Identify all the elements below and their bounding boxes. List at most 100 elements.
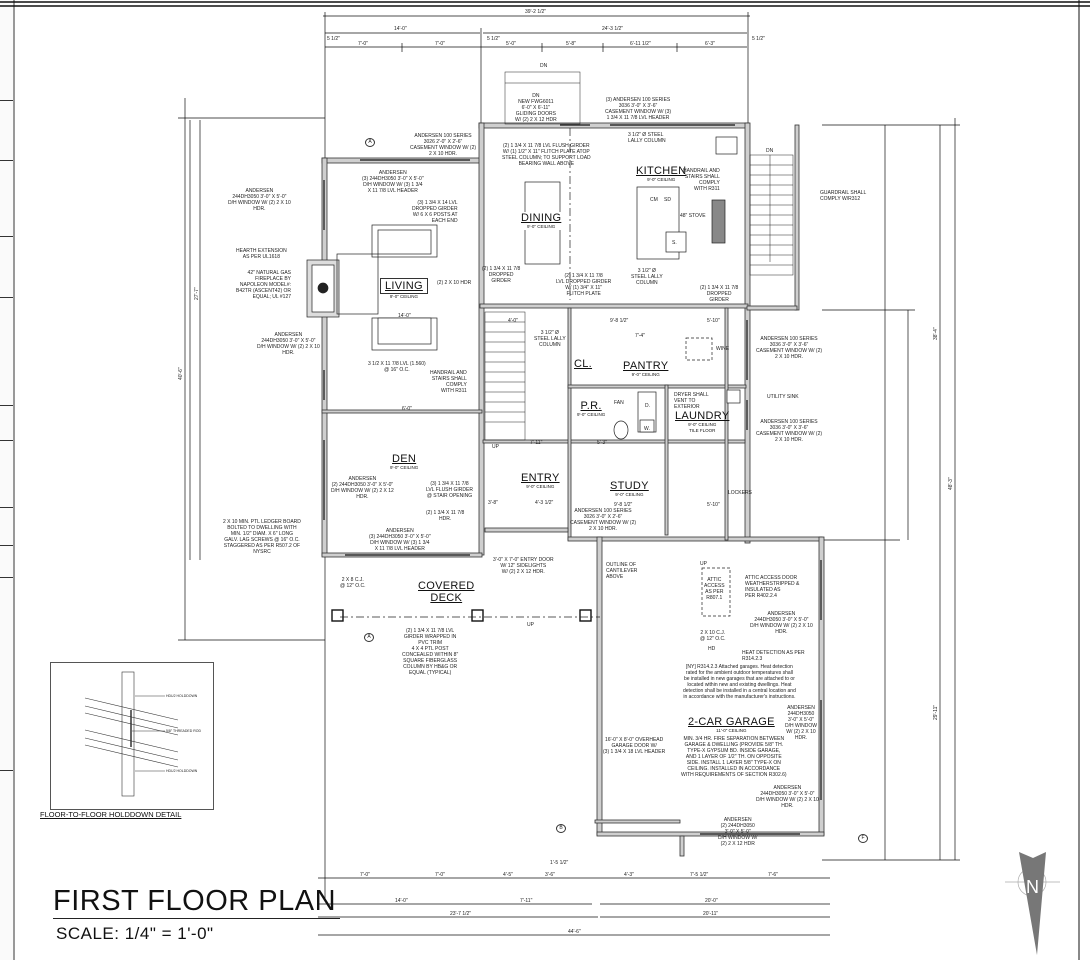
section-marker-f: F — [858, 834, 868, 843]
dim-interior: 9'-8 1/2" — [610, 318, 629, 324]
note-heat-code: [NY] R314.2.3 Attached garages. Heat det… — [683, 664, 796, 700]
dim-top-segment: 6'-3" — [705, 41, 715, 47]
dryer-symbol: D. — [645, 403, 650, 409]
note-gliding-doors: DN NEW FWG6011 6'-0" X 6'-11" GLIDING DO… — [515, 93, 557, 123]
detail-callout: 5/8" THREADED ROD — [166, 729, 202, 733]
note-den-window-b: ANDERSEN (3) 244DH3050 3'-0" X 5'-0" D/H… — [369, 528, 431, 552]
note-living-casement: ANDERSEN 100 SERIES 3026 2'-0" X 2'-6" C… — [410, 133, 477, 157]
note-handrail-stairs: HANDRAIL AND STAIRS SHALL COMPLY WITH R3… — [430, 370, 467, 394]
dim-interior: 5'-3" — [597, 440, 607, 446]
dim-bottom-segment: 7'-0" — [435, 872, 445, 878]
dim-top-segment: 5'-0" — [506, 41, 516, 47]
note-heat-detection: HEAT DETECTION AS PER R314.2.3 — [742, 650, 805, 662]
fan-symbol: FAN — [614, 400, 624, 406]
detail-callout: HDU2 HOLDDOWN — [166, 694, 198, 698]
note-garage-window-a: ANDERSEN 244DH3050 3'-0" X 5'-0" D/H WIN… — [750, 611, 813, 635]
note-dryer-vent: DRYER SHALL VENT TO EXTERIOR — [674, 392, 709, 410]
sheet-title: FIRST FLOOR PLAN — [53, 884, 341, 919]
note-dropped-girder: (3) 1 3/4 X 14 LVL DROPPED GIRDER W/ 6 X… — [412, 200, 458, 224]
dim-wall: 5 1/2" — [327, 36, 340, 42]
dim-interior: 9'-8 1/2" — [614, 502, 633, 508]
svg-text:N: N — [1026, 877, 1039, 897]
dim-interior: 7'-11" — [530, 440, 543, 446]
dim-left-overall: 40'-6" — [178, 367, 184, 380]
note-garage-door: 16'-0" X 8'-0" OVERHEAD GARAGE DOOR W/ (… — [603, 737, 666, 755]
washer-symbol: W. — [644, 426, 650, 432]
dim-interior: 4'-0" — [508, 318, 518, 324]
note-guardrail: GUARDRAIL SHALL COMPLY W/R312 — [820, 190, 867, 202]
section-marker-a: A — [365, 138, 375, 147]
dim-interior: 4'-3 1/2" — [535, 500, 554, 506]
stair-dn-label: DN — [540, 63, 548, 69]
dim-bottom-sub: 23'-7 1/2" — [450, 911, 472, 917]
stair-dn-label: DN — [766, 148, 774, 154]
note-garage-separation: MIN. 3/4 HR. FIRE SEPARATION BETWEEN GAR… — [681, 736, 787, 778]
wine-label: WINE — [716, 346, 730, 352]
note-flush-girder: (2) 1 3/4 X 11 7/8 LVL FLUSH GIRDER W/ (… — [502, 143, 591, 167]
dim-top-left: 14'-0" — [394, 26, 407, 32]
deck-up-label: UP — [527, 622, 534, 628]
room-closet: CL. — [574, 358, 593, 370]
dim-right-overall: 48'-3" — [948, 477, 954, 490]
note-entry-door: 3'-0" X 7'-0" ENTRY DOOR W/ 12" SIDELIGH… — [493, 557, 554, 575]
dim-interior: 14'-0" — [398, 313, 411, 319]
note-ledger: 2 X 10 MIN. PTL LEDGER BOARD BOLTED TO D… — [223, 519, 301, 555]
note-hdr: (2) 2 X 10 HDR — [437, 280, 472, 286]
note-laundry-casement-b: ANDERSEN 100 SERIES 3036 3'-0" X 3'-6" C… — [756, 419, 823, 443]
note-deck-girder: (2) 1 3/4 X 11 7/8 LVL GIRDER WRAPPED IN… — [402, 628, 459, 676]
note-attic-access: ATTIC ACCESS AS PER R807.1 — [704, 577, 725, 601]
dim-bottom-segment: 7'-5 1/2" — [690, 872, 709, 878]
dim-interior: 5'-10" — [707, 318, 720, 324]
note-stair-girder: (3) 1 3/4 X 11 7/8 LVL FLUSH GIRDER @ ST… — [426, 481, 473, 499]
section-marker-b: B — [556, 824, 566, 833]
note-garage-window-c: ANDERSEN 244DH3050 3'-0" X 5'-0" D/H WIN… — [756, 785, 819, 809]
dim-bottom-mid: 14'-0" — [395, 898, 408, 904]
dim-bottom-segment: 3'-6" — [545, 872, 555, 878]
note-garage-cj: 2 X 10 C.J. @ 12" O.C. — [700, 630, 726, 642]
dim-top-segment: 7'-0" — [435, 41, 445, 47]
dim-interior: 7'-4" — [635, 333, 645, 339]
dim-bottom-mid: 7'-11" — [520, 898, 533, 904]
section-marker-a: A — [364, 633, 374, 642]
dim-bottom-segment: 7'-0" — [360, 872, 370, 878]
heat-detector-symbol: HD — [708, 646, 716, 652]
stair-up-label: UP — [492, 444, 499, 450]
note-dropped-girder-a: (2) 1 3/4 X 11 7/8 DROPPED GIRDER — [482, 266, 521, 284]
dim-top-segment: 5'-8" — [566, 41, 576, 47]
title-block-strip — [0, 0, 15, 960]
note-study-casement: ANDERSEN 100 SERIES 3026 3'-0" X 2'-6" C… — [570, 508, 637, 532]
dim-bottom-segment: 4'-5" — [503, 872, 513, 878]
room-covered-deck: COVERED DECK — [418, 580, 475, 604]
dim-bottom-segment: 4'-3" — [624, 872, 634, 878]
note-dropped-girder-b: (2) 1 3/4 X 11 7/8 LVL DROPPED GIRDER W/… — [556, 273, 612, 297]
note-laundry-casement-a: ANDERSEN 100 SERIES 3036 3'-0" X 3'-6" C… — [756, 336, 823, 360]
dim-bottom-overall: 44'-6" — [568, 929, 581, 935]
note-stove: 48" STOVE — [680, 213, 706, 219]
cm-symbol: CM — [650, 197, 658, 203]
dim-bottom-sub: 20'-11" — [703, 911, 719, 917]
note-garage-window-d: ANDERSEN (2) 244DH3050 3'-0" X 5'-0" D/H… — [718, 817, 758, 847]
note-lvl-joist: 3 1/2 X 11 7/8 LVL (1.560) @ 16" O.C. — [368, 361, 426, 373]
dim-top-right: 24'-3 1/2" — [602, 26, 624, 32]
dim-interior: 5'-10" — [707, 502, 720, 508]
dim-bottom-mid: 20'-0" — [705, 898, 718, 904]
dim-bottom-segment: 1'-5 1/2" — [550, 860, 569, 866]
note-lally-mid: 3 1/2" Ø STEEL LALLY COLUMN — [631, 268, 663, 286]
note-attic-door: ATTIC ACCESS DOOR WEATHERSTRIPPED & INSU… — [745, 575, 800, 599]
note-fireplace: 42" NATURAL GAS FIREPLACE BY NAPOLEON MO… — [236, 270, 292, 300]
dim-top-segment: 6'-11 1/2" — [630, 41, 651, 47]
note-deck-joist: 2 X 8 C.J. @ 12" O.C. — [340, 577, 366, 589]
sink-symbol: S. — [672, 240, 677, 246]
room-powder: P.R.9'-0" CEILING — [577, 400, 606, 417]
note-handrail-kitchen: HANDRAIL AND STAIRS SHALL COMPLY WITH R3… — [683, 168, 720, 192]
dim-left-sub: 27'-7" — [194, 287, 200, 300]
note-living-window-top: ANDERSEN (3) 244DH3050 3'-0" X 5'-0" D/H… — [362, 170, 424, 194]
